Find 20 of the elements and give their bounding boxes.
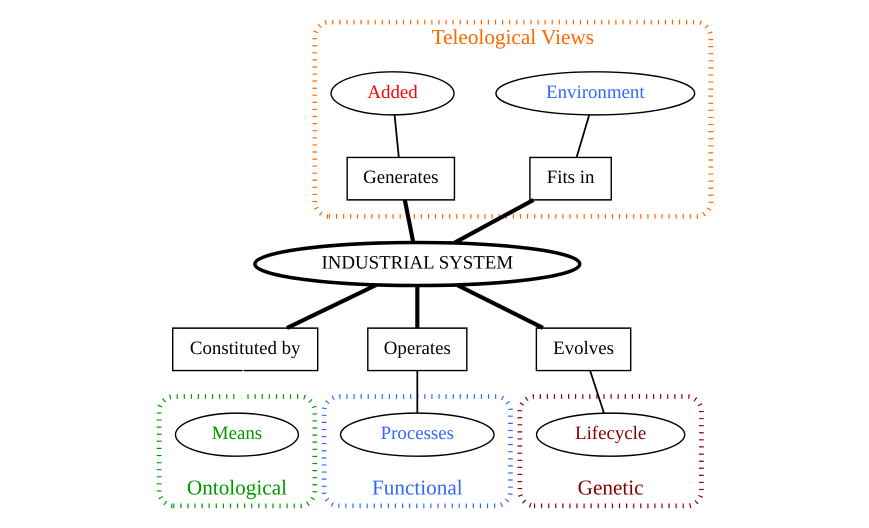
connector	[456, 283, 544, 330]
node-ellipse: Processes	[339, 412, 494, 457]
node-ellipse: Lifecycle	[535, 412, 685, 457]
connector	[238, 370, 244, 413]
node-ellipse: Environment	[494, 71, 695, 116]
node-box: Evolves	[535, 327, 631, 372]
node-box: Generates	[346, 156, 455, 201]
node-box: Operates	[366, 327, 468, 372]
connector	[286, 283, 376, 330]
connector	[414, 286, 419, 328]
node-ellipse: INDUSTRIAL SYSTEM	[252, 240, 581, 288]
connector	[453, 198, 534, 244]
connector	[393, 114, 400, 158]
connector	[575, 114, 590, 158]
connector	[416, 370, 418, 412]
node-ellipse: Added	[330, 71, 454, 116]
connector	[402, 200, 415, 242]
node-ellipse: Means	[174, 412, 299, 457]
node-box: Fits in	[528, 156, 612, 201]
node-box: Constituted by	[172, 327, 318, 372]
